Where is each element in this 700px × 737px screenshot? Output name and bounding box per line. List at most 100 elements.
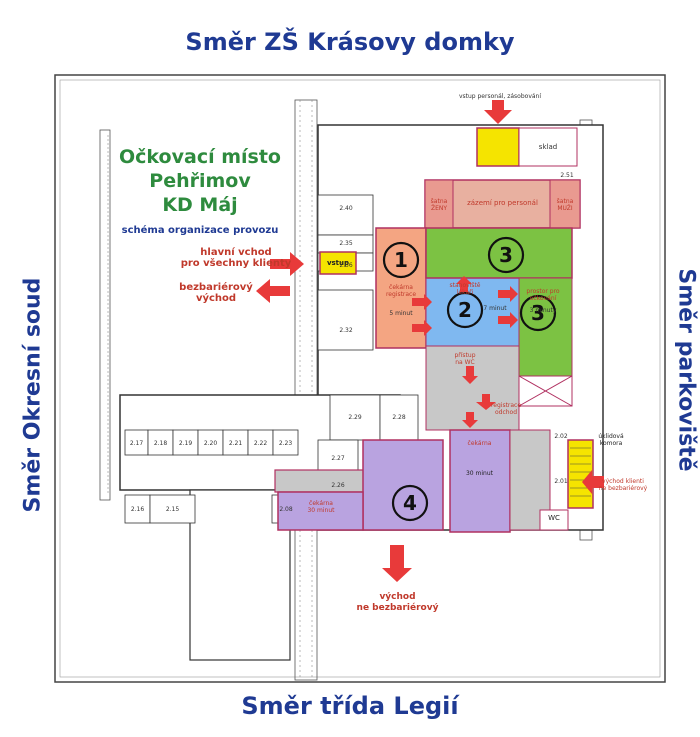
zone-staff-entry-yellow xyxy=(476,127,520,167)
room-number-223: 2.23 xyxy=(278,440,293,447)
satna-left-label: šatna ŽENY xyxy=(430,198,448,212)
flow-arrows xyxy=(256,100,604,582)
barrierfree-exit-line-2: východ xyxy=(195,293,237,304)
step-number-4: 4 xyxy=(403,491,417,515)
arrow-staff-entry xyxy=(484,100,512,124)
cekarna-registrace-line-1: čekárna xyxy=(389,284,413,291)
arrow-to-vaccine-b xyxy=(498,312,518,328)
cekarna-b-label: čekárna xyxy=(467,440,492,447)
room-number-232: 2.32 xyxy=(339,327,353,334)
cekarna-30-label: čekárna 30 minut xyxy=(280,500,362,514)
room-number-215: 2.15 xyxy=(165,506,180,513)
title-line-2: Pehřimov xyxy=(149,170,251,192)
zone-wc xyxy=(539,509,569,531)
zone-exit-corridor xyxy=(509,429,551,531)
room-number-201: 2.01 xyxy=(554,478,568,485)
room-218 xyxy=(147,429,174,456)
room-216 xyxy=(124,494,151,524)
room-227 xyxy=(317,439,359,476)
arrow-main-entrance xyxy=(270,252,304,276)
pristup-wc-label: přístup na WC xyxy=(445,352,485,366)
title-line-1: Očkovací místo xyxy=(119,146,281,168)
vstup-label: vstup xyxy=(326,259,350,267)
room-number-236: 2.36 xyxy=(339,262,353,269)
zone-satna-right xyxy=(549,179,581,229)
room-215 xyxy=(149,494,196,524)
zazemi-label: zázemí pro personál xyxy=(467,199,538,207)
street-line-left xyxy=(99,129,111,501)
step-circle-4 xyxy=(391,484,429,522)
cekarna-registrace-line-2: registrace xyxy=(385,291,417,298)
cekarna-registrace-label: čekárna registrace xyxy=(377,284,425,298)
arrow-1-to-2b xyxy=(412,320,432,336)
room-number-226: 2.26 xyxy=(331,482,345,489)
room-number-228: 2.28 xyxy=(392,414,406,421)
room-number-235: 2.35 xyxy=(339,240,353,247)
arrow-to-waiting xyxy=(462,412,478,428)
arrow-barrierfree-exit xyxy=(256,279,290,303)
arrow-exit-right xyxy=(582,470,604,494)
room-number-208: 2.08 xyxy=(279,506,293,513)
room-223 xyxy=(272,429,299,456)
step-circle-3b xyxy=(519,294,557,332)
room-222 xyxy=(247,429,274,456)
barrierfree-exit-label: bezbariérový východ xyxy=(176,282,256,304)
room-number-220: 2.20 xyxy=(203,440,218,447)
staff-entry-label: vstup personál, zásobování xyxy=(458,93,542,100)
arrow-registration xyxy=(476,394,496,410)
zone-vstup-yellow xyxy=(319,251,357,275)
zone-waiting-purple-left xyxy=(277,491,364,531)
registrace-odchod-line-2: odchod xyxy=(494,409,518,416)
step-circle-3a xyxy=(487,236,525,274)
step-number-1: 1 xyxy=(394,248,408,272)
plan-frame xyxy=(54,74,666,683)
uklidova-line-1: úklidová xyxy=(598,433,624,440)
room-229 xyxy=(329,394,381,441)
room-number-202: 2.02 xyxy=(554,433,568,440)
stanoviste-line-1: stanoviště xyxy=(449,282,481,289)
title-subtitle: schéma organizace provozu xyxy=(121,225,279,236)
five-min-label: 5 minut xyxy=(389,310,413,317)
step-number-2: 2 xyxy=(458,298,472,322)
plan-inner-frame xyxy=(59,79,661,678)
room-number-227: 2.27 xyxy=(331,455,345,462)
direction-top: Směr ZŠ Krásovy domky xyxy=(185,28,515,56)
arrow-up-doctor xyxy=(456,276,472,292)
step-number-3b: 3 xyxy=(531,301,545,325)
arrow-exit-bottom xyxy=(382,545,412,582)
stanoviste-label: stanoviště lékaři xyxy=(440,282,490,296)
main-entrance-label: hlavní vchod pro všechny klienty xyxy=(176,247,296,269)
thirty-min-label: 30 minut xyxy=(465,470,493,477)
registrace-odchod-label: registrace odchod xyxy=(488,402,524,416)
room-number-221: 2.21 xyxy=(228,440,243,447)
zone-waiting-purple-right xyxy=(449,429,511,533)
room-220 xyxy=(197,429,224,456)
cekarna-30-line-1: čekárna xyxy=(309,500,333,507)
seven-min-label: 7 minut xyxy=(483,305,507,312)
three-min-label: 3 minuty xyxy=(529,307,557,314)
room-number-217: 2.17 xyxy=(129,440,144,447)
room-240 xyxy=(317,194,374,236)
vychod-klienti-line-2: ne bezbariérový xyxy=(598,485,648,492)
vychod-klienti-line-1: východ klienti xyxy=(602,478,644,485)
title-line-3: KD Máj xyxy=(162,194,238,216)
sklad-label: sklad xyxy=(538,143,558,151)
main-entrance-line-1: hlavní vchod xyxy=(200,247,272,258)
street-strip-center xyxy=(294,99,318,681)
barrierfree-exit-line-1: bezbariérový xyxy=(179,282,253,293)
vychod-bottom-line-1: východ xyxy=(379,592,416,602)
room-number-218: 2.18 xyxy=(153,440,168,447)
arrow-1-to-2a xyxy=(412,294,432,310)
wc-label: WC xyxy=(548,514,560,522)
uklidova-label: úklidová komora xyxy=(592,433,630,447)
room-number-229: 2.29 xyxy=(348,414,362,421)
uklidova-line-2: komora xyxy=(599,440,623,447)
pristup-line-2: na WC xyxy=(455,359,475,366)
prostor-line-1: prostor pro xyxy=(526,288,560,295)
room-number-251: 2.51 xyxy=(560,172,574,179)
direction-bottom: Směr třída Legií xyxy=(241,692,459,720)
arrow-down-wc xyxy=(462,366,478,384)
main-entrance-line-2: pro všechny klienty xyxy=(180,258,292,269)
cekarna-30-line-2: 30 minut xyxy=(307,507,335,514)
step-circle-2 xyxy=(446,291,484,329)
